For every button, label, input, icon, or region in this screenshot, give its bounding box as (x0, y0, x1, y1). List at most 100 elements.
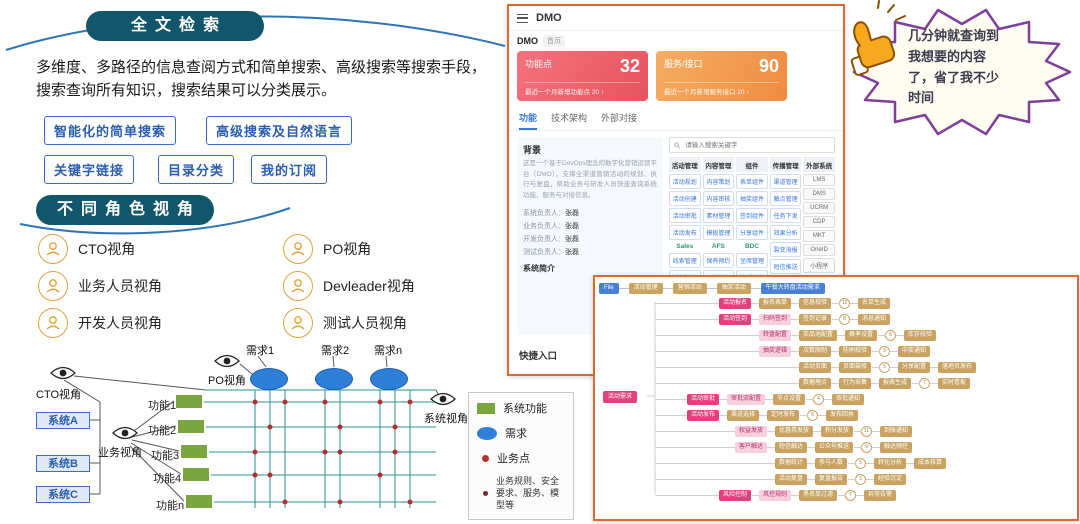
tree-node[interactable]: 9 (872, 345, 891, 357)
grid-item[interactable]: AFS (711, 243, 725, 250)
root-node[interactable]: 活动需求 (603, 391, 638, 403)
path-node[interactable]: 抽奖活动 (706, 282, 751, 294)
tree-node[interactable]: 5 (848, 457, 867, 469)
tab-external[interactable]: 外部对接 (601, 113, 638, 123)
path-node[interactable]: 活动管理 (618, 282, 663, 294)
grid-item[interactable]: 活动规划 (669, 174, 701, 189)
grid-item[interactable]: BDC (744, 243, 760, 250)
tree-node[interactable]: 审批流配置 (719, 393, 766, 405)
grid-item[interactable]: 短信推送 (769, 259, 802, 274)
grid-item[interactable]: OneID (803, 244, 835, 256)
tree-node[interactable]: 活动报名 (710, 297, 752, 309)
tree-node[interactable]: 7 (912, 377, 931, 389)
grid-item[interactable]: 活动创建 (669, 191, 701, 206)
grid-item[interactable]: 触点管理 (769, 191, 802, 206)
tree-node[interactable]: 11 (854, 425, 873, 437)
tree-node[interactable]: 到账通知 (872, 425, 913, 437)
path-node[interactable]: 午餐大转盘活动需求 (750, 282, 825, 294)
tree-node[interactable]: 实时看板 (930, 377, 971, 389)
tree-node[interactable]: 触达频控 (872, 441, 913, 453)
grid-item[interactable]: LMS (803, 174, 835, 186)
grid-item[interactable]: 坐席管理 (736, 253, 768, 268)
tree-node[interactable]: 渠道选择 (719, 409, 760, 421)
grid-item[interactable]: 模板管理 (702, 225, 735, 240)
tree-node[interactable]: 防刷校验 (831, 345, 872, 357)
tree-node[interactable]: 转盘配置 (750, 329, 792, 341)
grid-item[interactable]: 分享组件 (736, 225, 768, 240)
search-box[interactable] (669, 137, 835, 153)
tree-node[interactable]: 次数限制 (791, 345, 832, 357)
path-node[interactable]: File (599, 282, 619, 294)
tree-node[interactable]: 5 (872, 361, 891, 373)
tree-node[interactable]: 信息校验 (791, 297, 832, 309)
tree-node[interactable]: 消息通知 (850, 313, 891, 325)
tree-node[interactable]: 报表生成 (871, 377, 912, 389)
grid-item[interactable]: 签到组件 (736, 208, 768, 223)
tree-node[interactable]: 7 (838, 489, 857, 501)
tree-node[interactable]: 审批通知 (824, 393, 865, 405)
tree-node[interactable]: 数据统计 (766, 457, 808, 469)
tree-node[interactable]: 奖品池配置 (791, 329, 838, 341)
tree-node[interactable]: 9 (854, 441, 873, 453)
tree-node[interactable]: 发布回执 (818, 409, 859, 421)
tree-node[interactable]: 库存校验 (896, 329, 937, 341)
tree-node[interactable]: 公众号推送 (807, 441, 854, 453)
grid-item[interactable]: 效果分析 (769, 225, 802, 240)
tree-node[interactable]: 12 (832, 297, 851, 309)
tree-node[interactable]: 活动发布 (678, 409, 720, 421)
grid-item[interactable]: 抽奖组件 (736, 191, 768, 206)
grid-item[interactable]: 裂变海报 (769, 242, 802, 257)
tree-node[interactable]: 名单生成 (850, 297, 891, 309)
tree-node[interactable]: 风险控制 (710, 489, 752, 501)
tab-function[interactable]: 功能 (519, 111, 538, 130)
tree-node[interactable]: 节点设置 (765, 393, 806, 405)
grid-item[interactable]: CDP (803, 216, 835, 228)
tree-node[interactable]: 活动审批 (678, 393, 720, 405)
tree-node[interactable]: 异常告警 (856, 489, 897, 501)
tree-node[interactable]: 报名表单 (751, 297, 792, 309)
tree-node[interactable]: 权益发放 (726, 425, 768, 437)
tree-node[interactable]: 概率设置 (837, 329, 878, 341)
tree-node[interactable]: 复盘报告 (807, 473, 848, 485)
tree-node[interactable]: 积分发放 (813, 425, 854, 437)
grid-item[interactable]: MKT (803, 230, 835, 242)
grid-item[interactable]: 渠道管理 (769, 174, 802, 189)
tree-node[interactable]: 6 (878, 329, 897, 341)
tree-node[interactable]: 经验沉淀 (866, 473, 907, 485)
grid-item[interactable]: 线索管理 (669, 253, 701, 268)
tree-node[interactable]: 落地页发布 (930, 361, 977, 373)
grid-item[interactable]: 素材管理 (702, 208, 735, 223)
grid-item[interactable]: Sales (676, 243, 694, 250)
tree-node[interactable]: 客户触达 (726, 441, 768, 453)
grid-item[interactable]: 表单组件 (736, 174, 768, 189)
grid-item[interactable]: 保养预约 (702, 253, 735, 268)
grid-item[interactable]: 内容策划 (702, 174, 735, 189)
tree-node[interactable]: 优惠券发放 (767, 425, 814, 437)
tree-node[interactable]: 签到记录 (791, 313, 832, 325)
tree-node[interactable]: 成本核算 (906, 457, 947, 469)
tree-node[interactable]: 参与人数 (807, 457, 848, 469)
grid-item[interactable]: 活动发布 (669, 225, 701, 240)
grid-item[interactable]: DMS (803, 188, 835, 200)
menu-icon[interactable] (517, 13, 528, 23)
tree-node[interactable]: 短信触达 (767, 441, 808, 453)
tree-node[interactable]: 中奖通知 (890, 345, 931, 357)
tree-node[interactable]: 风控规则 (751, 489, 792, 501)
tree-node[interactable]: 抽奖逻辑 (750, 345, 792, 357)
grid-item[interactable]: 内容审核 (702, 191, 735, 206)
tree-node[interactable]: 数据埋点 (790, 377, 832, 389)
search-input[interactable] (683, 140, 830, 150)
tree-node[interactable]: 转化分析 (866, 457, 907, 469)
path-node[interactable]: 营销活动 (662, 282, 707, 294)
tree-node[interactable]: 8 (832, 313, 851, 325)
grid-item[interactable]: 活动审批 (669, 208, 701, 223)
tree-node[interactable]: 4 (806, 393, 825, 405)
tree-node[interactable]: 扫码签到 (751, 313, 792, 325)
tree-node[interactable]: 3 (848, 473, 867, 485)
tab-architecture[interactable]: 技术架构 (551, 113, 588, 123)
grid-item[interactable]: 任务下发 (769, 208, 802, 223)
tree-node[interactable]: 页面装修 (831, 361, 872, 373)
tree-node[interactable]: 活动签到 (710, 313, 752, 325)
tree-node[interactable]: 活动页面 (790, 361, 832, 373)
tree-node[interactable]: 分享配置 (890, 361, 931, 373)
